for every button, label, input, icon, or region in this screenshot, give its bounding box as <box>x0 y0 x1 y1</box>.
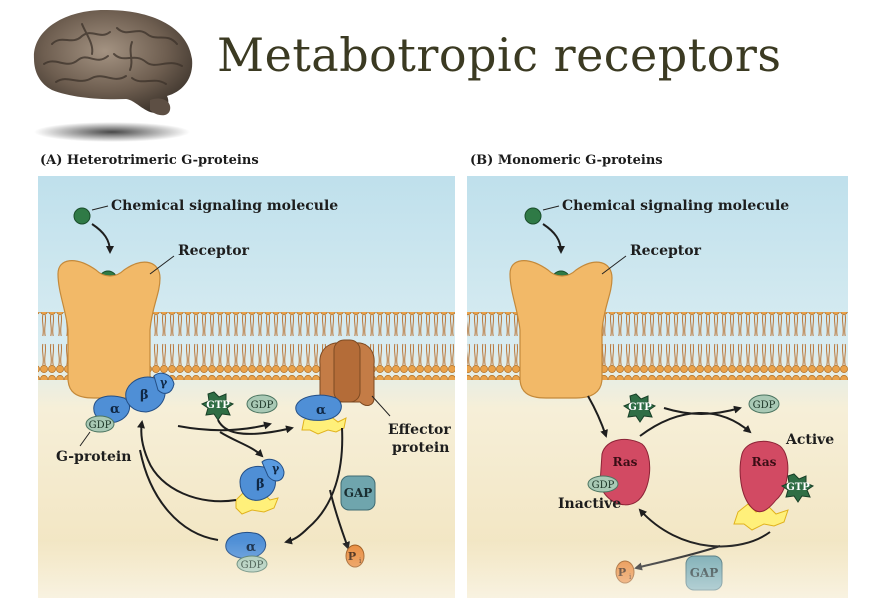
svg-text:GTP: GTP <box>628 402 652 413</box>
diagram-canvas: Chemical signaling molecule Receptor α β… <box>38 176 848 598</box>
receptor-a <box>57 260 161 399</box>
beta-gamma-free <box>239 466 276 501</box>
active-label: Active <box>785 432 834 448</box>
svg-text:GDP: GDP <box>89 420 112 431</box>
effector-label-2: protein <box>392 440 449 456</box>
svg-text:β: β <box>140 388 149 403</box>
gtp-b <box>622 393 657 423</box>
svg-text:GDP: GDP <box>251 400 274 411</box>
svg-text:GDP: GDP <box>241 560 264 571</box>
gap-a <box>340 475 376 511</box>
svg-text:β: β <box>256 477 265 492</box>
receptor-b <box>509 260 613 399</box>
receptor-label-b: Receptor <box>630 243 702 259</box>
svg-text:α: α <box>246 540 256 555</box>
svg-text:GTP: GTP <box>206 400 230 411</box>
svg-text:α: α <box>316 403 326 418</box>
effector-protein <box>319 339 375 406</box>
svg-text:GDP: GDP <box>592 480 615 491</box>
gdp-bound-a <box>85 415 115 433</box>
ras-inactive <box>599 438 651 506</box>
svg-text:GDP: GDP <box>753 400 776 411</box>
panel-b: Chemical signaling molecule Receptor GTP… <box>467 176 848 598</box>
panel-b-label: (B) Monomeric G-proteins <box>470 153 663 168</box>
svg-text:GAP: GAP <box>690 566 719 580</box>
slide-title: Metabotropic receptors <box>217 28 782 82</box>
svg-text:Ras: Ras <box>752 455 777 469</box>
brain-image <box>33 9 193 142</box>
svg-text:γ: γ <box>272 462 280 475</box>
signal-label-b: Chemical signaling molecule <box>562 198 789 214</box>
svg-text:P: P <box>618 566 626 579</box>
svg-text:α: α <box>110 402 120 417</box>
svg-text:Ras: Ras <box>613 455 638 469</box>
gprotein-label: G-protein <box>56 449 131 465</box>
gtp-a <box>200 391 235 421</box>
panel-a: Chemical signaling molecule Receptor α β… <box>38 176 455 598</box>
signal-label-a: Chemical signaling molecule <box>111 198 338 214</box>
svg-text:P: P <box>348 550 356 563</box>
inactive-label: Inactive <box>558 496 621 512</box>
svg-text:GAP: GAP <box>344 486 373 500</box>
effector-label-1: Effector <box>388 422 451 438</box>
alpha-active-a <box>295 394 342 421</box>
signaling-molecule-b <box>524 207 542 225</box>
svg-text:γ: γ <box>160 376 168 389</box>
receptor-label-a: Receptor <box>178 243 250 259</box>
panel-a-label: (A) Heterotrimeric G-proteins <box>40 153 259 168</box>
svg-text:GTP: GTP <box>786 482 810 493</box>
gdp-bound-b <box>587 475 619 493</box>
gdp-released-a <box>246 394 278 414</box>
signaling-molecule-a <box>73 207 91 225</box>
gdp-released-b <box>748 394 780 414</box>
gtp-bound-b <box>780 473 815 503</box>
ras-active <box>739 440 789 513</box>
